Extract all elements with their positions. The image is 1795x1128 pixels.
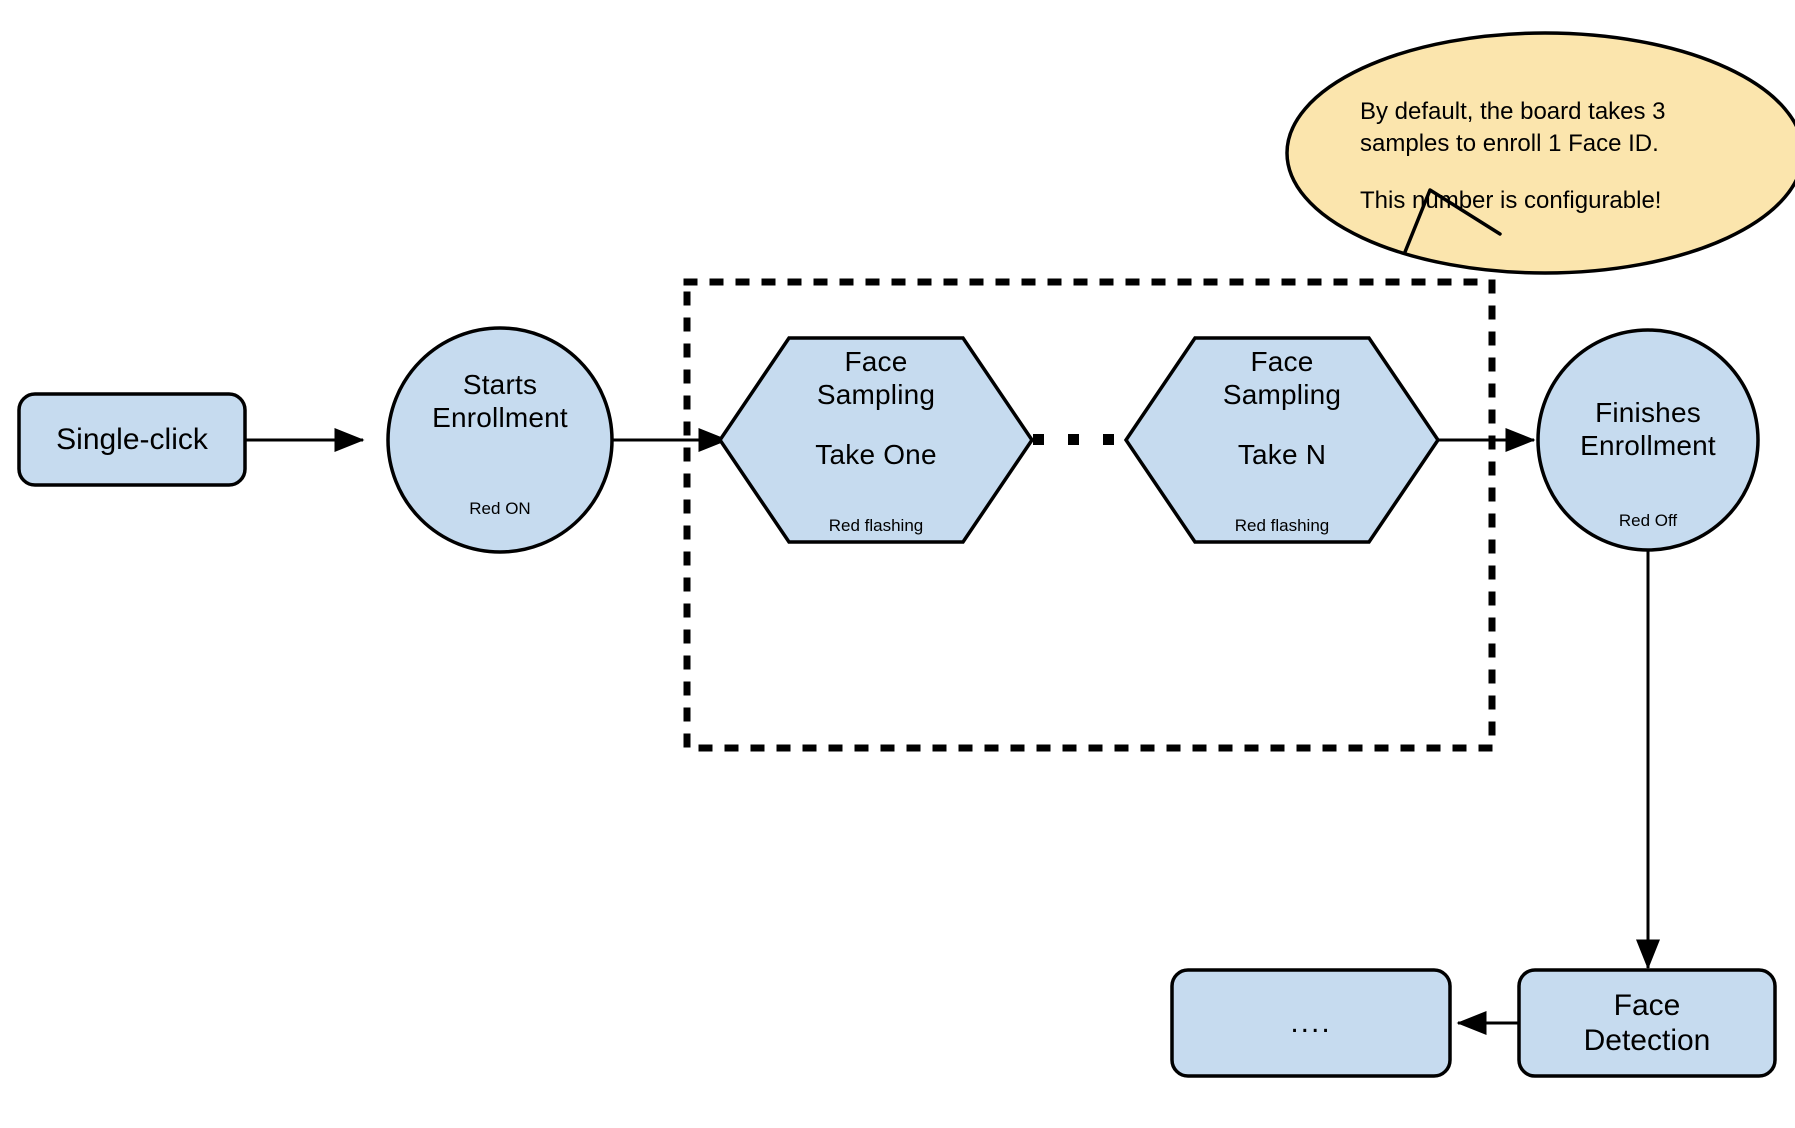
sampling-group-box xyxy=(683,278,1496,752)
node-finishes-enrollment-shape[interactable] xyxy=(1536,328,1760,552)
node-starts-enrollment-shape[interactable] xyxy=(386,326,614,554)
node-continuation-shape[interactable] xyxy=(1170,968,1452,1078)
node-face-sampling-one-shape[interactable] xyxy=(717,336,1035,544)
node-face-sampling-n-shape[interactable] xyxy=(1123,336,1441,544)
node-face-detection-shape[interactable] xyxy=(1517,968,1777,1078)
node-single-click-shape[interactable] xyxy=(17,392,247,487)
callout-bubble-shape xyxy=(1285,31,1795,275)
